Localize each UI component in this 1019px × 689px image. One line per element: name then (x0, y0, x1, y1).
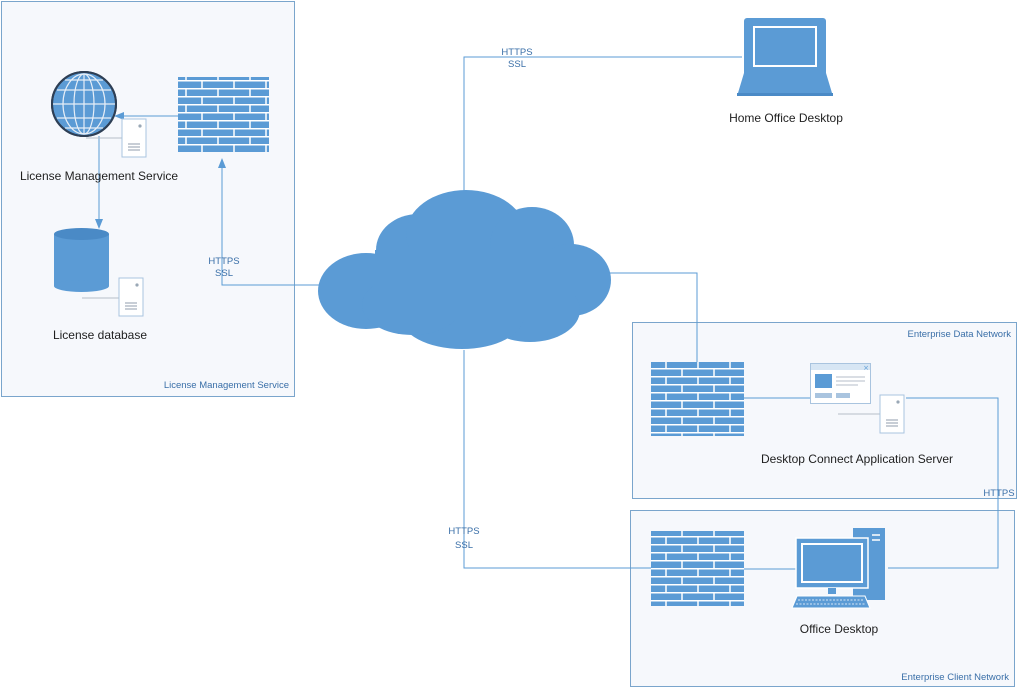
laptop-icon (737, 18, 833, 96)
label-server-https: HTTPS (983, 488, 1014, 499)
firewall-icon (651, 362, 744, 436)
application-window-icon: × (810, 363, 871, 404)
server-icon (121, 118, 147, 158)
license-service-group: License Management Service (1, 1, 295, 397)
link-app-server-office-desktop (888, 397, 999, 569)
label-license-https: HTTPS (208, 256, 239, 267)
svg-text:×: × (863, 364, 869, 372)
node-label-desktop-connect-server: Desktop Connect Application Server (761, 452, 953, 466)
link-cloud-license-firewall (218, 158, 320, 286)
firewall-icon (651, 531, 744, 606)
link-cloud-client-firewall (463, 350, 651, 569)
node-label-license-mgmt-service: License Management Service (20, 169, 178, 183)
group-label-license-service: License Management Service (164, 380, 289, 391)
connections (95, 56, 999, 570)
firewall-icon (178, 77, 269, 152)
node-label-home-office-desktop: Home Office Desktop (729, 111, 843, 125)
cloud-icon (318, 190, 611, 349)
desktop-computer-icon (791, 528, 885, 609)
label-license-ssl: SSL (215, 268, 233, 279)
link-cloud-data-firewall (608, 272, 698, 362)
server-icon (118, 277, 144, 317)
globe-icon (51, 71, 117, 137)
label-client-ssl: SSL (455, 540, 473, 551)
group-label-data-network: Enterprise Data Network (908, 329, 1012, 340)
label-home-office-https: HTTPS (501, 47, 532, 58)
node-label-license-database: License database (53, 328, 147, 342)
link-cloud-home-office (463, 56, 742, 195)
group-label-client-network: Enterprise Client Network (901, 672, 1009, 683)
server-icon (879, 394, 905, 434)
database-icon (54, 228, 109, 292)
label-home-office-ssl: SSL (508, 59, 526, 70)
node-label-office-desktop: Office Desktop (800, 622, 879, 636)
label-client-https: HTTPS (448, 526, 479, 537)
